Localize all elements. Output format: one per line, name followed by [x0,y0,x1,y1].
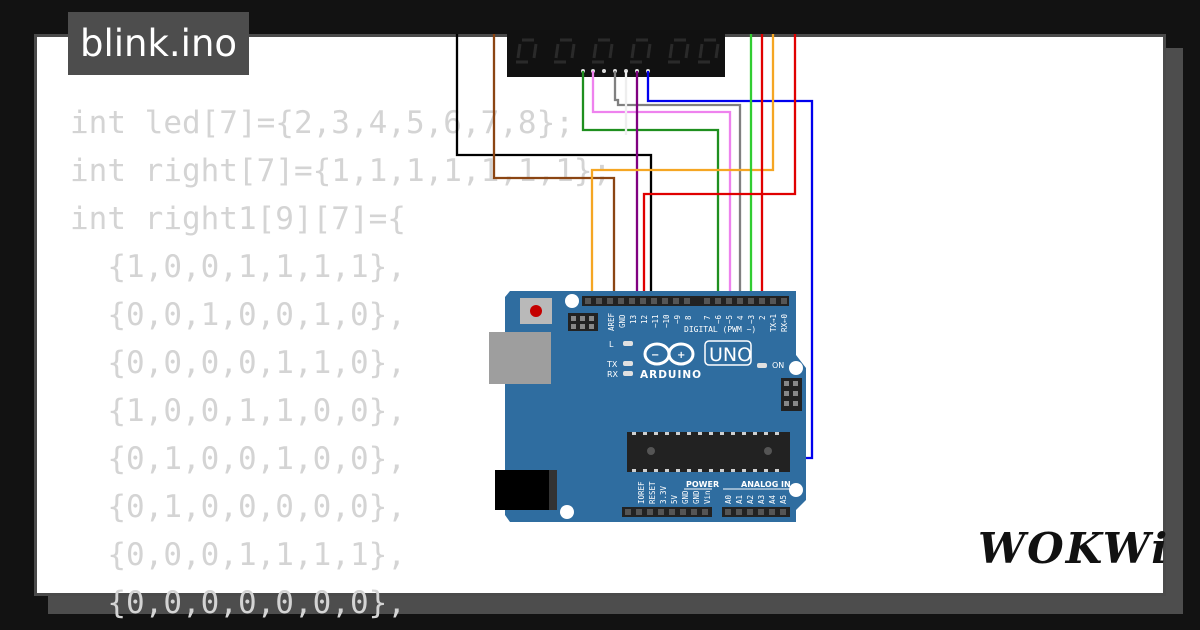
code-line: int right1[9][7]={ [70,201,406,237]
pin-label: 3.3V [659,485,668,504]
code-line: int right[7]={1,1,1,1,1,1,1}; [70,153,612,189]
arduino-uno-board[interactable]: AREF GND 13 12 ~11 ~10 ~9 8 7 ~6 ~5 4 ~3… [489,291,806,522]
pin-label: GND [681,490,690,504]
pin-label: IOREF [637,481,646,504]
wire-gray [613,71,742,298]
pin-label: 7 [703,315,712,320]
pin-label: AREF [607,312,616,331]
pin-label: ~6 [714,314,723,324]
wires [455,34,814,512]
wire-red-2 [642,34,797,298]
pin-label: A5 [779,495,788,504]
pin-label: 4 [736,315,745,320]
code-line: {0,1,0,0,1,0,0}, [70,441,406,477]
code-line: {1,0,0,1,1,1,1}, [70,249,406,285]
analog-header[interactable] [722,507,790,517]
pin-label: ~11 [651,314,660,328]
code-line: int led[7]={2,3,4,5,6,7,8}; [70,105,574,141]
power-label: POWER [686,480,719,489]
code-line: {0,0,1,0,0,1,0}, [70,297,406,333]
led-label: RX [607,370,619,379]
pin-label: 2 [758,315,767,320]
wire-black [455,34,653,298]
code-line: {1,0,0,1,1,0,0}, [70,393,406,429]
pin-label: ~5 [725,315,734,324]
pin-label: ~9 [673,315,682,324]
power-jack [495,470,555,510]
code-line: {0,0,0,0,1,1,0}, [70,345,406,381]
code-line: {0,1,0,0,0,0,0}, [70,489,406,525]
pin-label: A4 [768,494,777,504]
rx-label: RX←0 [780,313,789,332]
power-header[interactable] [622,507,712,517]
seven-segment-display[interactable] [507,30,725,77]
analog-label: ANALOG IN [741,480,791,489]
wokwi-logo: WOKWi [978,524,1170,573]
wire-green [581,71,720,298]
pin-label: ~10 [662,314,671,328]
svg-text:−: − [651,350,659,361]
pin-label: 13 [629,315,638,324]
pin-label: ~3 [747,315,756,324]
pin-label: A3 [757,495,766,504]
pin-label: A1 [735,495,744,504]
svg-text:+: + [677,350,685,361]
pin-label: RESET [648,481,657,504]
digital-label: DIGITAL (PWM ~) [684,325,756,334]
file-name-tab[interactable]: blink.ino [68,12,250,75]
brand-label: ARDUINO [640,369,702,381]
usb-port [489,332,551,384]
tx-label: TX→1 [769,314,778,332]
led-label: L [609,340,614,349]
code-line: {0,0,0,0,0,0,0}, [70,585,406,621]
led-label: TX [606,360,618,369]
pin-label: 5V [670,494,679,504]
model-label: UNO [709,344,752,366]
led-label: ON [772,361,784,370]
wire-violet [591,71,732,298]
arduino-infinity-icon [643,342,695,366]
pin-label: A0 [724,494,733,504]
pin-label: GND [618,314,627,328]
wire-brown [492,34,616,298]
pin-label: Vin [703,490,712,504]
pin-label: A2 [746,495,755,504]
pin-label: GND [692,490,701,504]
code-editor[interactable]: int led[7]={2,3,4,5,6,7,8}; int right[7]=… [70,99,611,627]
pin-label: 8 [684,315,693,320]
pin-label: 12 [640,315,649,324]
code-line: {0,0,0,1,1,1,1}, [70,537,406,573]
